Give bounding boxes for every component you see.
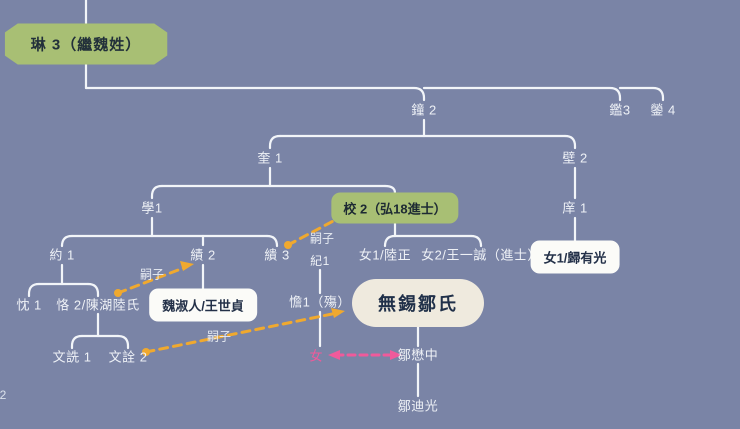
node-kui1[interactable]: 奎 1 — [257, 150, 283, 166]
node-xue1[interactable]: 學1 — [141, 200, 163, 216]
node-wenshen1[interactable]: 文詵 1 — [52, 349, 92, 365]
node-hui3[interactable]: 繢 3 — [264, 247, 290, 263]
node-xiao2[interactable]: 校 2（弘18進士） — [331, 192, 459, 224]
node-chen1[interactable]: 忱 1 — [16, 297, 42, 313]
node-wuxi-zoushi[interactable]: 無錫鄒氏 — [352, 279, 484, 327]
node-nv[interactable]: 女 — [309, 348, 323, 364]
node-nv2-wangyicheng[interactable]: 女2/王一誠（進士） — [421, 247, 541, 263]
node-wenquan2[interactable]: 文詮 2 — [108, 349, 148, 365]
node-yue1[interactable]: 約 1 — [49, 247, 75, 263]
node-nv1-guiyouguang[interactable]: 女1/歸有光 — [530, 240, 620, 274]
node-ji2[interactable]: 績 2 — [190, 247, 216, 263]
node-dan1[interactable]: 憺1（殤） — [289, 294, 351, 310]
node-xiang1[interactable]: 庠 1 — [562, 200, 588, 216]
node-zoudiguang[interactable]: 鄒迪光 — [397, 398, 439, 414]
node-jian3[interactable]: 鑑3 — [609, 102, 631, 118]
node-bi2[interactable]: 壁 2 — [562, 150, 588, 166]
node-ji1[interactable]: 紀1 — [310, 254, 330, 268]
node-nv1-luzheng[interactable]: 女1/陸正 — [358, 247, 412, 263]
node-ying4[interactable]: 鎣 4 — [650, 102, 676, 118]
node-root[interactable]: 琳 3（繼魏姓） — [4, 23, 168, 65]
adoption-label-3: 嗣子 — [309, 231, 335, 246]
node-zhong2[interactable]: 鐘 2 — [411, 102, 437, 118]
adoption-label-1: 嗣子 — [206, 329, 232, 344]
corner-fragment: 2 — [0, 388, 7, 402]
adoption-label-2: 嗣子 — [139, 267, 165, 282]
node-ke2[interactable]: 恪 2/陳湖陸氏 — [56, 297, 140, 313]
node-zoumaozhong[interactable]: 鄒懋中 — [397, 347, 439, 363]
node-weishuren-wangshizhen[interactable]: 魏淑人/王世貞 — [149, 288, 257, 322]
